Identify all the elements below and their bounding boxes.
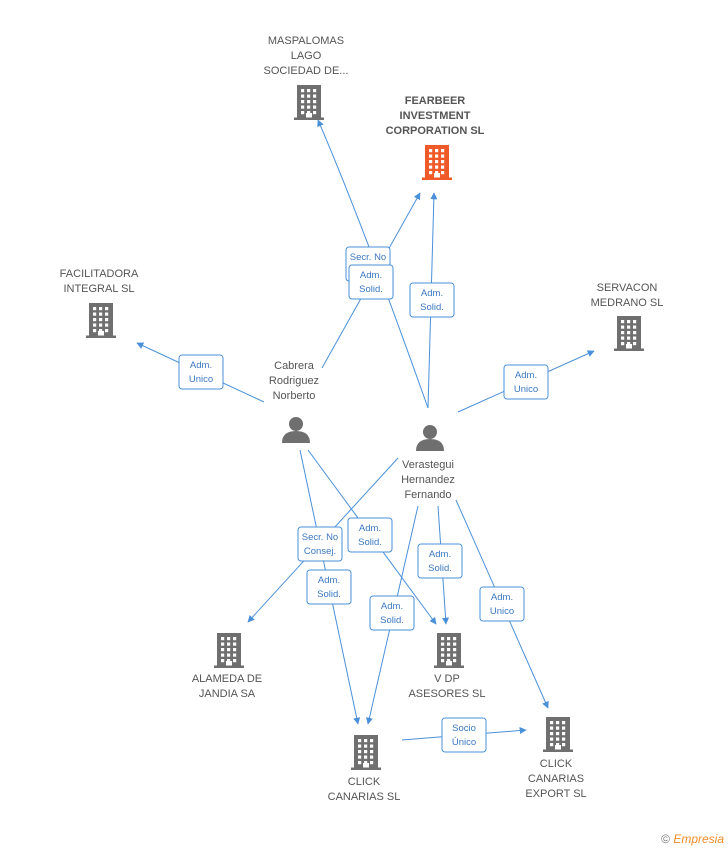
edge-label-box [347, 517, 393, 553]
building-icon [351, 735, 381, 770]
footer-credit: © Empresia [661, 832, 724, 846]
node-label: JANDIA SA [199, 688, 256, 700]
building-icon [434, 633, 464, 668]
node-label: Fernando [404, 489, 451, 501]
edge-label-e9[interactable]: Adm. Solid. [306, 569, 352, 605]
edge-label-box [348, 264, 394, 300]
edge-label-text: Unico [189, 374, 213, 385]
edge-label-e10[interactable]: Adm. Solid. [369, 595, 415, 631]
edge-label-text: Adm. [491, 592, 513, 603]
node-facilitadora[interactable]: FACILITADORA INTEGRAL SL [60, 268, 139, 338]
node-label: Rodriguez [269, 375, 319, 387]
edge-label-text: Secr. No [350, 252, 386, 263]
node-fearbeer[interactable]: FEARBEER INVESTMENT CORPORATION SL [386, 95, 485, 180]
node-label: INTEGRAL SL [63, 283, 134, 295]
edge-label-text: Consej. [304, 546, 336, 557]
edge-label-text: Adm. [359, 523, 381, 534]
node-label: MEDRANO SL [591, 297, 664, 309]
node-label: EXPORT SL [525, 788, 586, 800]
node-label: SOCIEDAD DE... [264, 65, 349, 77]
node-clickexport[interactable]: CLICK CANARIAS EXPORT SL [525, 717, 587, 800]
node-label: SERVACON [597, 282, 658, 294]
node-label: Cabrera [274, 360, 315, 372]
node-label: CLICK [540, 758, 573, 770]
edge-label-box [297, 526, 343, 562]
building-icon [614, 316, 644, 351]
edge-label-text: Único [452, 737, 476, 748]
edge-label-text: Adm. [515, 370, 537, 381]
node-click[interactable]: CLICK CANARIAS SL [328, 735, 401, 803]
edge-label-box [503, 364, 549, 400]
edge-label-text: Solid. [420, 302, 444, 313]
edge-label-box [369, 595, 415, 631]
edge-verastegui-to-maspalomas [317, 119, 429, 409]
edge-label-text: Adm. [421, 288, 443, 299]
edge-label-e7[interactable]: Adm. Solid. [347, 517, 393, 553]
edge-label-text: Secr. No [302, 532, 338, 543]
node-maspalomas[interactable]: MASPALOMAS LAGO SOCIEDAD DE... [264, 35, 349, 120]
building-icon [422, 145, 452, 180]
edge-label-box [479, 586, 525, 622]
node-vdp[interactable]: V DP ASESORES SL [408, 633, 486, 700]
edges-layer [136, 119, 595, 741]
node-label: Verastegui [402, 459, 454, 471]
edge-label-text: Unico [514, 384, 538, 395]
edge-label-text: Solid. [359, 284, 383, 295]
edge-label-e2[interactable]: Adm. Solid. [348, 264, 394, 300]
edge-label-text: Solid. [380, 615, 404, 626]
node-label: CORPORATION SL [386, 125, 485, 137]
node-alameda[interactable]: ALAMEDA DE JANDIA SA [192, 633, 262, 700]
node-label: CANARIAS SL [328, 791, 401, 803]
edge-labels-layer: Secr. No Consej. Adm. Solid. Adm. Solid. Adm. U… [178, 246, 549, 753]
edge-label-text: Solid. [358, 537, 382, 548]
building-icon [214, 633, 244, 668]
node-label: CANARIAS [528, 773, 584, 785]
node-label: INVESTMENT [400, 110, 471, 122]
edge-label-box [417, 543, 463, 579]
node-label: FACILITADORA [60, 268, 139, 280]
edge-label-e4[interactable]: Adm. Unico [178, 354, 224, 390]
copyright-symbol: © [661, 832, 670, 846]
node-label: ALAMEDA DE [192, 673, 262, 685]
node-label: ASESORES SL [408, 688, 485, 700]
edge-label-text: Socio [452, 723, 476, 734]
node-label: FEARBEER [405, 95, 466, 107]
edge-label-box [178, 354, 224, 390]
edge-label-text: Solid. [317, 589, 341, 600]
node-label: CLICK [348, 776, 381, 788]
edge-label-text: Unico [490, 606, 514, 617]
edge-label-box [306, 569, 352, 605]
edge-label-text: Adm. [318, 575, 340, 586]
node-label: V DP [434, 673, 460, 685]
building-icon [86, 303, 116, 338]
edge-label-e5[interactable]: Adm. Unico [503, 364, 549, 400]
person-icon [282, 417, 310, 443]
edge-label-text: Adm. [429, 549, 451, 560]
edge-label-box [409, 282, 455, 318]
building-icon [294, 85, 324, 120]
edge-label-text: Solid. [428, 563, 452, 574]
edge-label-text: Adm. [190, 360, 212, 371]
node-label: MASPALOMAS [268, 35, 344, 47]
edge-label-e8[interactable]: Adm. Solid. [417, 543, 463, 579]
node-label: Hernandez [401, 474, 455, 486]
edge-label-e6[interactable]: Secr. No Consej. [297, 526, 343, 562]
nodes-layer: MASPALOMAS LAGO SOCIEDAD DE... FEARBEER INVE… [60, 35, 664, 803]
node-label: LAGO [291, 50, 322, 62]
node-label: Norberto [273, 390, 316, 402]
edge-label-e11[interactable]: Adm. Unico [479, 586, 525, 622]
building-icon [543, 717, 573, 752]
node-servacon[interactable]: SERVACON MEDRANO SL [591, 282, 664, 351]
brand-logo[interactable]: Empresia [673, 832, 724, 846]
edge-label-e3[interactable]: Adm. Solid. [409, 282, 455, 318]
person-icon [416, 425, 444, 451]
edge-label-text: Adm. [381, 601, 403, 612]
edge-label-text: Adm. [360, 270, 382, 281]
edge-label-box [441, 717, 487, 753]
